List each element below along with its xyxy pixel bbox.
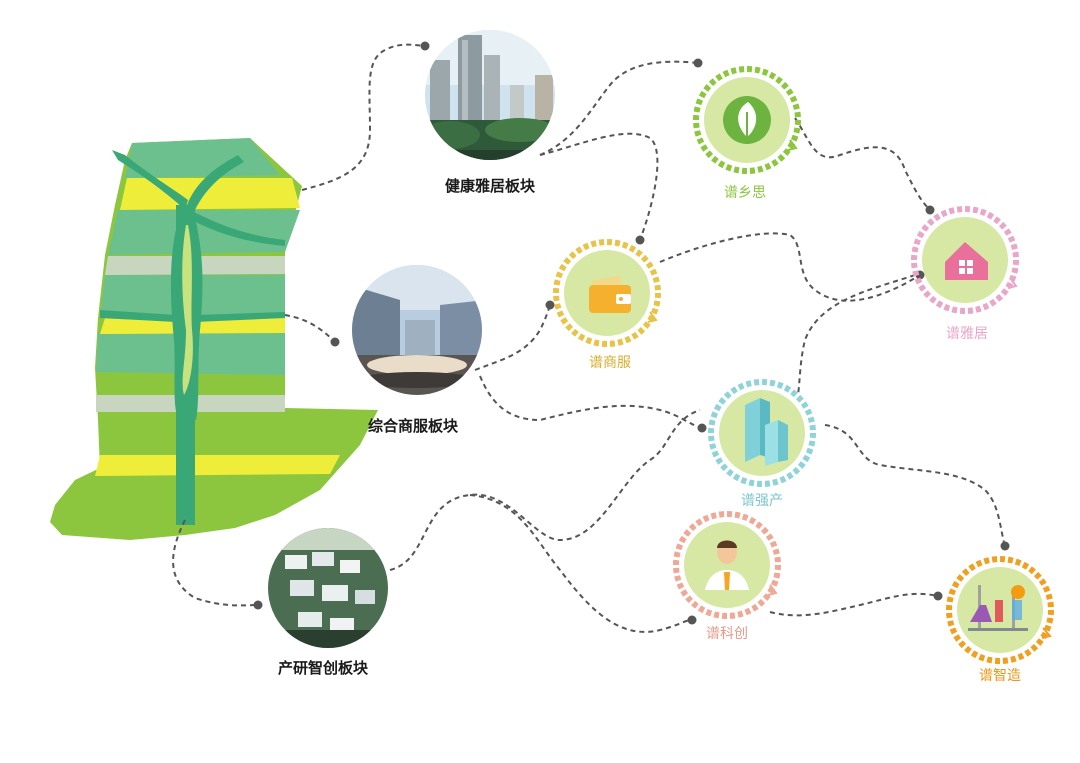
lab-icon (968, 585, 1028, 631)
connectors (172, 43, 1006, 633)
node-zhizao (946, 556, 1054, 664)
node-label-yaju: 谱雅居 (946, 326, 988, 342)
connector-health-xiangsi (539, 60, 699, 156)
connector-kechuang-zhizao (769, 592, 939, 617)
buildings-icon (745, 398, 788, 466)
connector-yaju-qiangchan (797, 274, 916, 396)
wallet-icon (589, 275, 631, 313)
node-xiangsi (693, 66, 801, 174)
house-icon (945, 242, 988, 280)
block-photo-research (268, 528, 388, 648)
node-label-zhizao: 谱智造 (979, 668, 1021, 684)
node-yaju (911, 206, 1019, 314)
connector-shangfu-yaju (659, 232, 921, 302)
connector-dots (253, 41, 1010, 625)
block-label-health: 健康雅居板块 (444, 177, 536, 195)
block-label-research: 产研智创板块 (277, 659, 369, 677)
person-icon (705, 540, 749, 590)
leaf-icon (723, 96, 771, 144)
connector-commerce-shangfu (474, 304, 551, 371)
node-shangfu (553, 239, 661, 347)
node-kechuang (673, 511, 781, 619)
node-label-kechuang: 谱科创 (706, 626, 748, 642)
node-label-xiangsi: 谱乡思 (724, 185, 766, 201)
block-label-commerce: 综合商服板块 (367, 417, 459, 435)
connector-map-health (301, 43, 426, 191)
node-qiangchan (708, 379, 816, 487)
node-label-qiangchan: 谱强产 (741, 493, 783, 509)
connector-xiangsi-yaju (794, 117, 931, 211)
block-photo-commerce (352, 265, 482, 395)
connector-research-qiangchan (389, 409, 701, 571)
connector-health-shangfu (539, 132, 659, 241)
connector-map-research (172, 519, 259, 607)
district-map (50, 138, 378, 540)
connector-research-kechuang (469, 494, 693, 633)
connector-qiangchan-zhizao (824, 424, 1006, 547)
block-photo-health (425, 30, 555, 160)
node-label-shangfu: 谱商服 (589, 355, 631, 371)
connector-commerce-qiangchan (479, 375, 703, 429)
connector-map-commerce (284, 314, 336, 343)
